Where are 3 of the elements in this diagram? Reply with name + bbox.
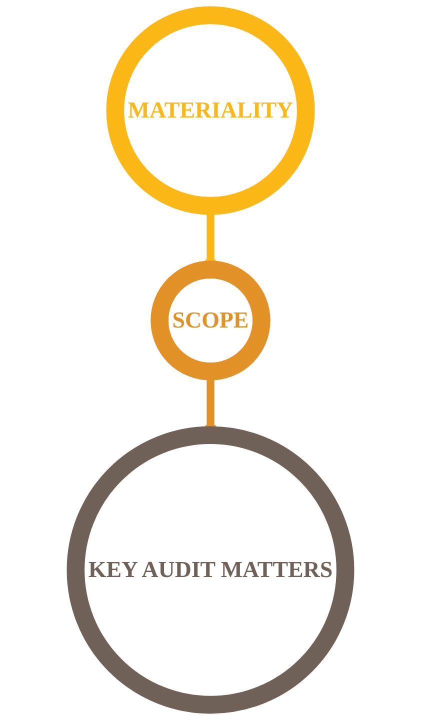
node-circle: KEY AUDIT MATTERS [66, 426, 354, 714]
node-circle: SCOPE [150, 260, 270, 380]
node-circle: MATERIALITY [106, 6, 315, 215]
